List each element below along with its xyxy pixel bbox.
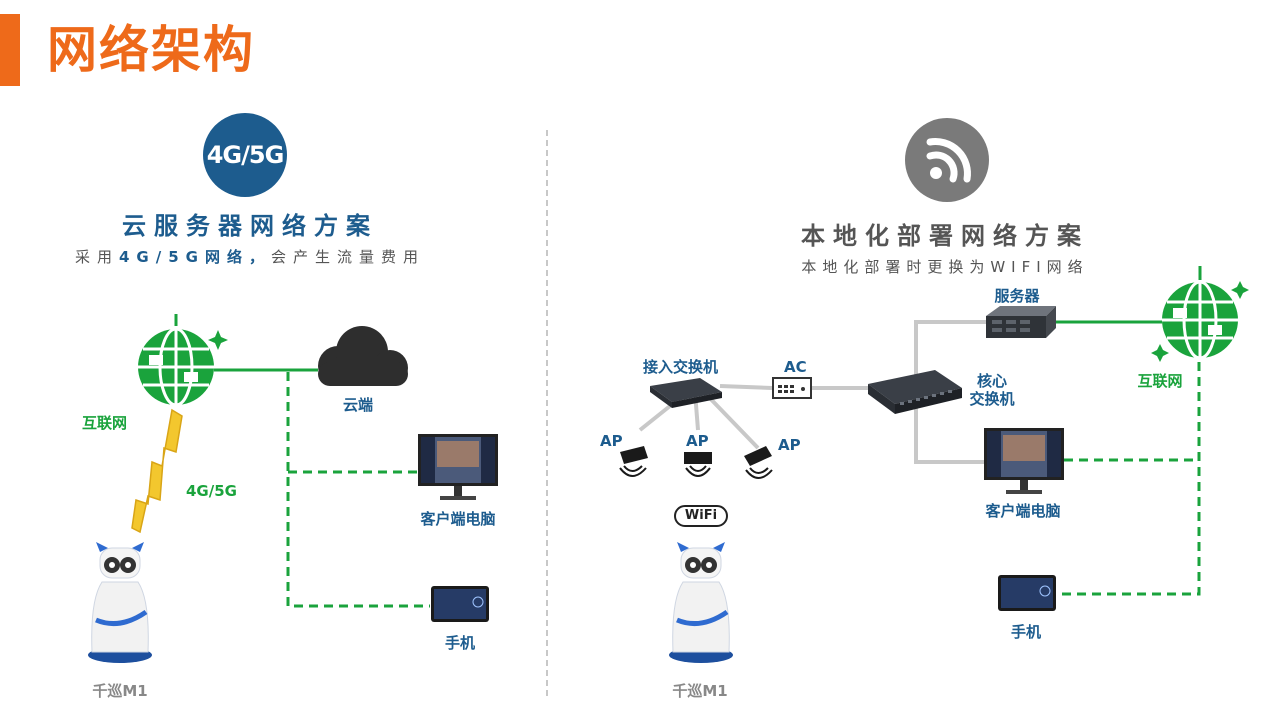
left-pc-label: 客户端电脑 xyxy=(420,510,496,528)
ap-label-3: AP xyxy=(778,436,801,454)
access-point-icon xyxy=(744,446,773,479)
right-pc-label: 客户端电脑 xyxy=(985,502,1061,520)
monitor-icon xyxy=(984,428,1064,494)
globe-icon xyxy=(1151,266,1249,362)
signal-label: 4G/5G xyxy=(186,482,237,500)
right-section-title: 本地化部署网络方案 xyxy=(801,222,1089,250)
access-point-icon xyxy=(619,446,648,477)
left-robot-label: 千巡M1 xyxy=(92,682,148,700)
core-switch-label: 核心 交换机 xyxy=(969,372,1015,408)
ac-controller-icon xyxy=(772,377,812,399)
cloud-icon xyxy=(318,326,408,386)
left-internet-label: 互联网 xyxy=(82,414,128,432)
page-title: 网络架构 xyxy=(47,21,255,79)
cloud-label: 云端 xyxy=(343,396,374,414)
access-point-icon xyxy=(684,452,712,477)
right-robot-label: 千巡M1 xyxy=(672,682,728,700)
robot-icon xyxy=(669,542,733,663)
left-section-title: 云服务器网络方案 xyxy=(122,212,378,240)
tablet-icon xyxy=(998,575,1056,611)
server-label: 服务器 xyxy=(994,287,1040,305)
right-phone-label: 手机 xyxy=(1010,623,1041,641)
left-dashed-trunk xyxy=(286,372,430,608)
ap-label-1: AP xyxy=(600,432,623,450)
lightning-icon xyxy=(131,408,183,534)
section-divider xyxy=(546,130,548,696)
4g5g-badge: 4G/5G xyxy=(203,113,287,197)
wifi-signal-icon xyxy=(905,118,989,202)
ac-label: AC xyxy=(784,358,807,376)
monitor-icon xyxy=(418,434,498,500)
access-switch-label: 接入交换机 xyxy=(643,358,719,376)
left-phone-label: 手机 xyxy=(444,634,475,652)
server-icon xyxy=(986,306,1056,338)
wifi-logo: WiFi xyxy=(674,505,728,527)
right-section-subtitle: 本地化部署时更换为WIFI网络 xyxy=(801,258,1089,276)
left-section-subtitle: 采用4G/5G网络，会产生流量费用 xyxy=(74,248,425,266)
ap-label-2: AP xyxy=(686,432,709,450)
globe-icon xyxy=(138,314,228,407)
right-internet-label: 互联网 xyxy=(1137,372,1183,390)
core-switch-icon xyxy=(868,370,962,414)
title-accent-bar xyxy=(0,14,20,86)
switch-icon xyxy=(650,378,722,408)
robot-icon xyxy=(88,542,152,663)
tablet-icon xyxy=(431,586,489,622)
